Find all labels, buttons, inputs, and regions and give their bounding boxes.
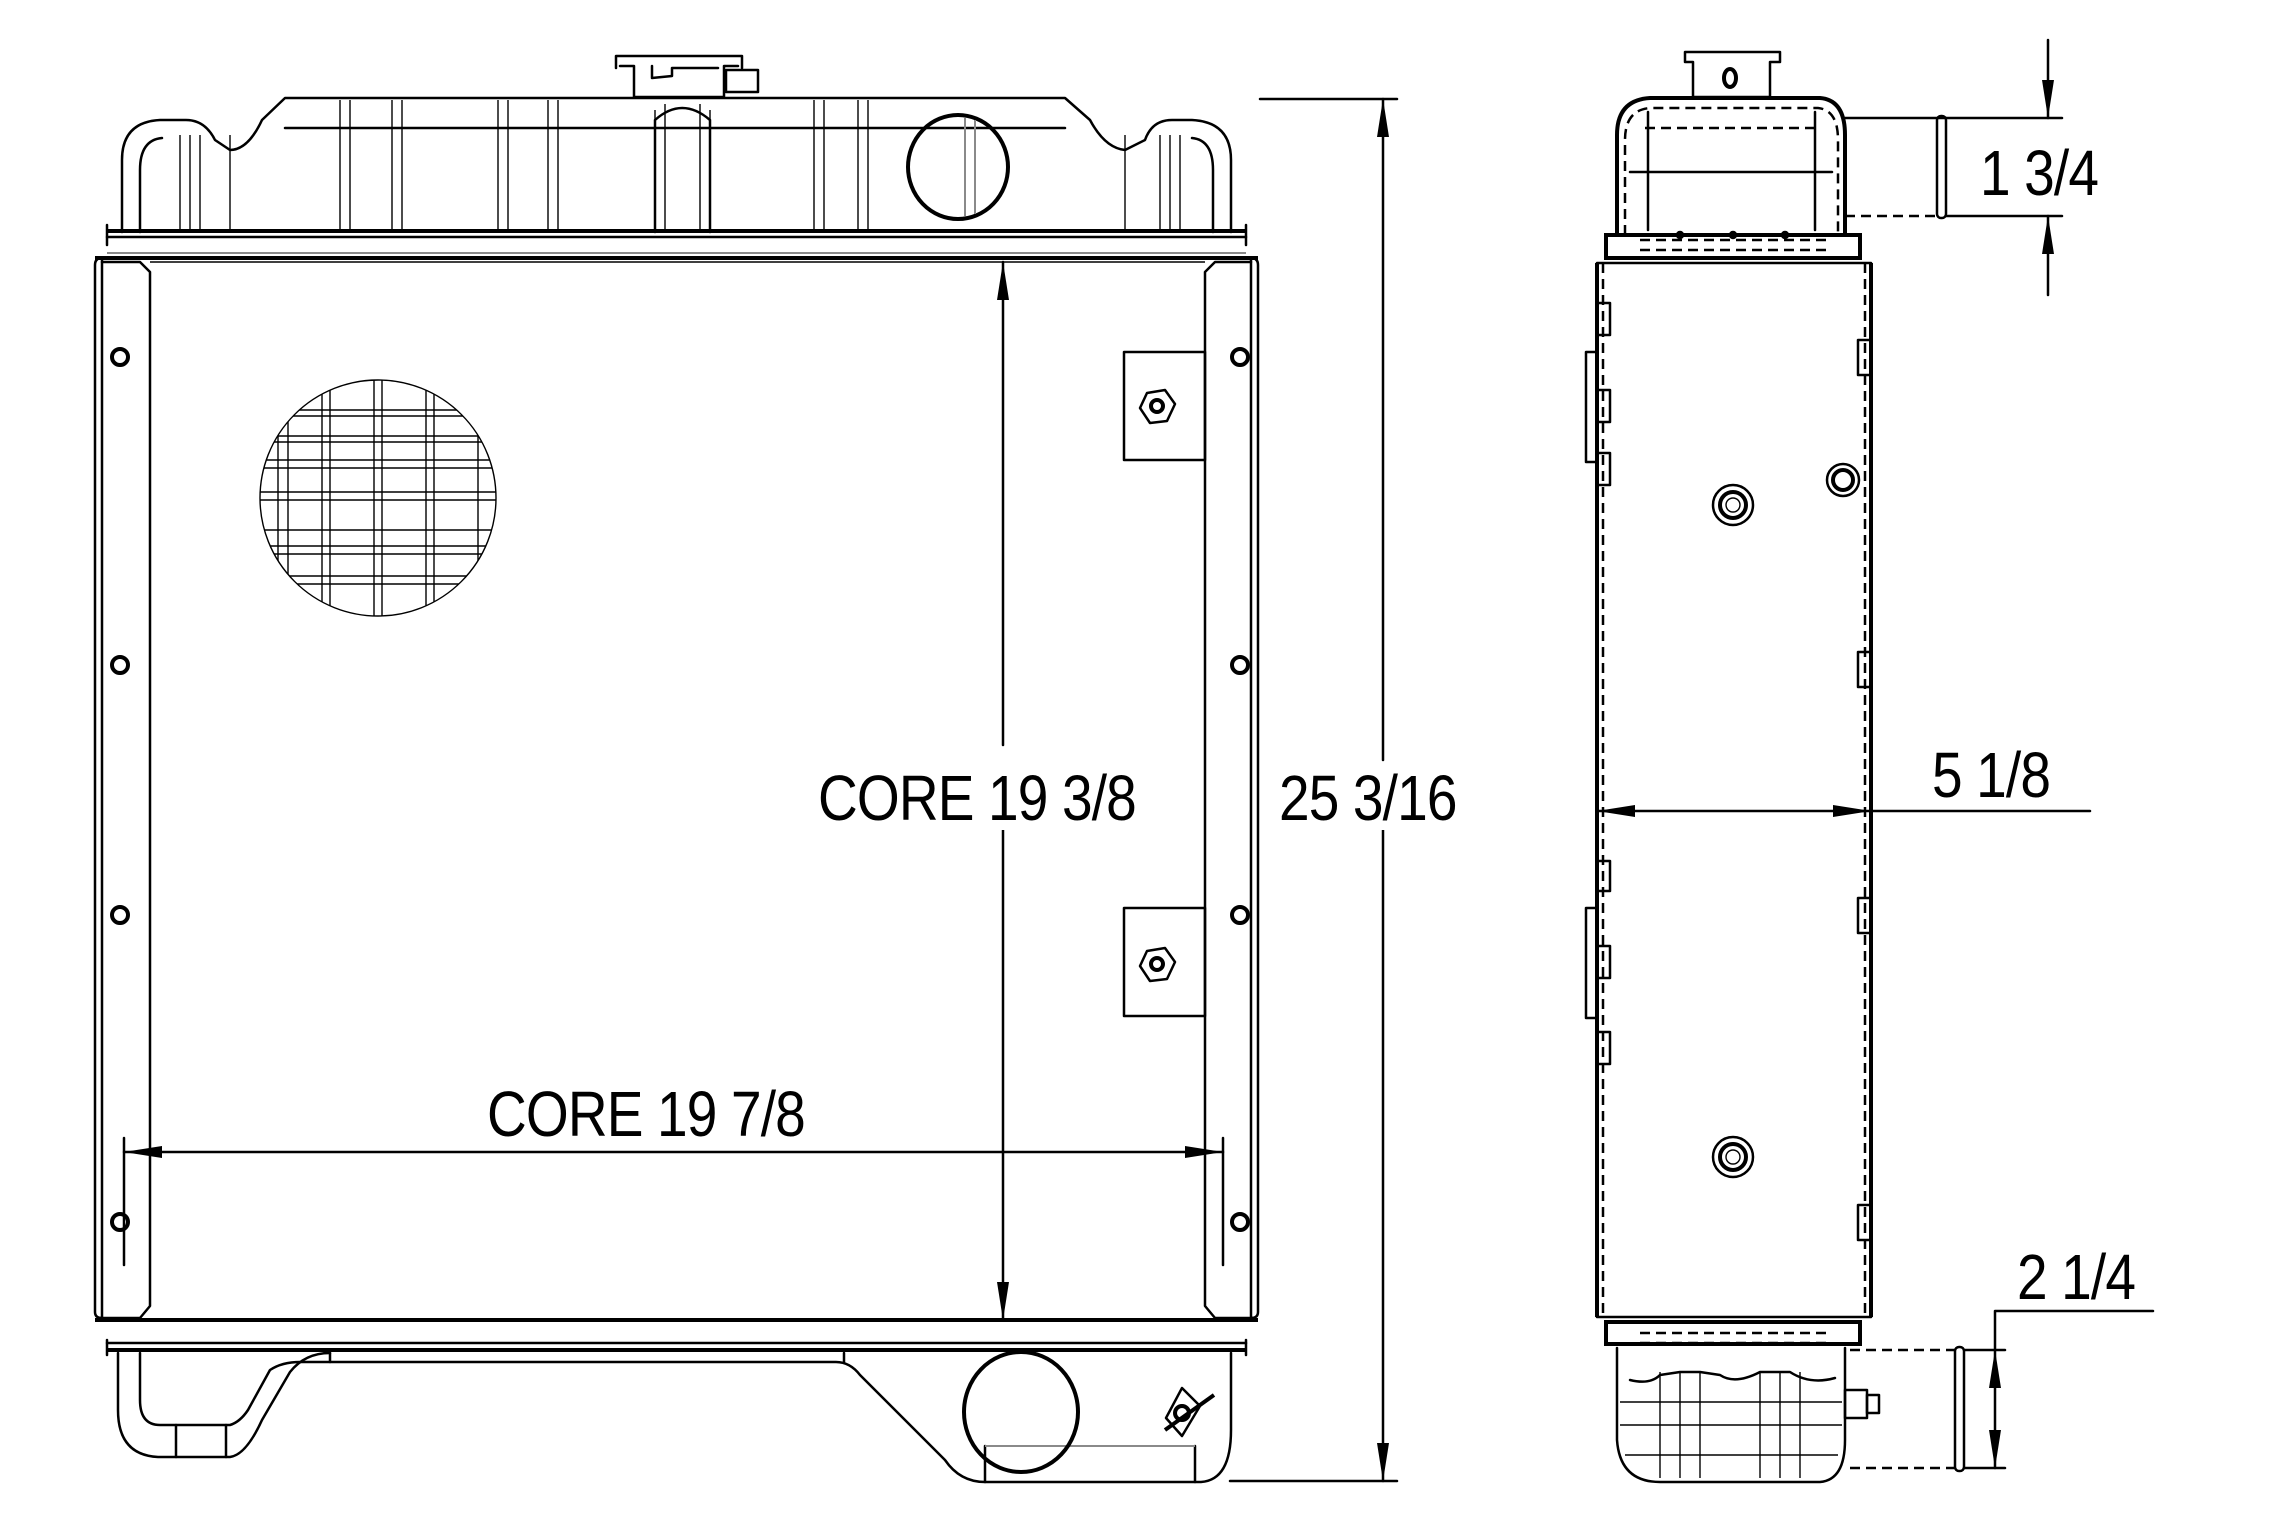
core-height-label: CORE 19 3/8 [818, 762, 1137, 834]
side-top-tank [1604, 50, 1948, 260]
mounting-holes-left [110, 347, 130, 1232]
drain-cock-icon [1163, 1386, 1216, 1438]
hex-nut-icon [1138, 388, 1177, 425]
upper-bracket [1122, 350, 1207, 462]
mesh-screen-icon [259, 379, 497, 617]
side-bolt [1711, 483, 1755, 527]
inlet-diameter-label: 1 3/4 [1980, 137, 2099, 209]
inlet-pipe [1843, 114, 1948, 220]
outlet-diameter-label: 2 1/4 [2017, 1241, 2136, 1313]
hex-nut-icon [1138, 946, 1177, 983]
mounting-holes-right [1230, 347, 1250, 1232]
core-width-label: CORE 19 7/8 [487, 1078, 806, 1150]
side-bolt [1711, 1135, 1755, 1179]
filler-cap-icon [614, 54, 760, 99]
core-depth-label: 5 1/8 [1932, 739, 2051, 811]
side-bolt [1825, 462, 1861, 498]
outlet-pipe [1850, 1345, 1966, 1473]
top-tank-port [906, 113, 1010, 221]
top-tank [95, 54, 1258, 260]
side-dimensions [1595, 38, 2155, 1470]
lower-bracket [1122, 906, 1207, 1018]
front-dimensions [122, 97, 1399, 1483]
side-core [1584, 261, 1873, 1319]
side-bottom-tank [1604, 1320, 1966, 1484]
bottom-tank [95, 1318, 1258, 1484]
bottom-tank-port [962, 1350, 1080, 1474]
front-view [93, 54, 1260, 1484]
side-view [1584, 50, 1966, 1484]
overall-height-label: 25 3/16 [1279, 762, 1457, 834]
